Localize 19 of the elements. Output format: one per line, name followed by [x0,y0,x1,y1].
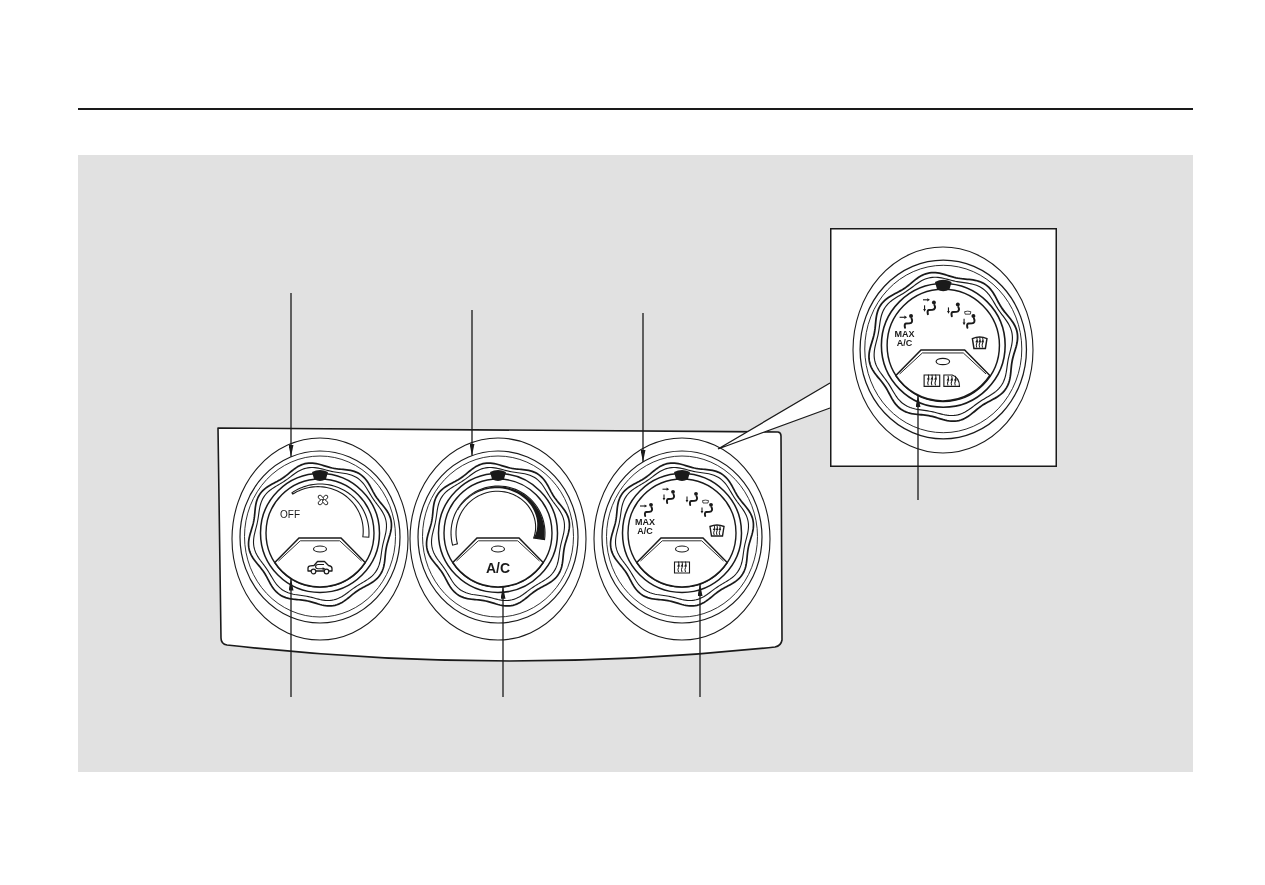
dial-label: OFF [280,510,300,520]
dial-label: MAX A/C [634,518,656,536]
temperature-knob [416,449,580,625]
inset-box [830,228,1057,467]
defrost-button [895,349,991,402]
mode-knob [600,449,764,625]
mode-knob [857,257,1029,441]
rear-defrost-button [636,537,728,587]
leader-line [288,292,294,458]
leader-line [697,583,703,698]
fan-knob [238,449,402,625]
dial-label: MAX A/C [893,329,916,348]
leader-line [915,394,921,501]
leader-line [469,309,475,457]
leader-line [640,312,646,463]
leader-line [500,586,506,698]
recirculation-button [274,537,366,587]
ac-button: A/C [452,537,544,587]
leader-line [288,577,294,698]
